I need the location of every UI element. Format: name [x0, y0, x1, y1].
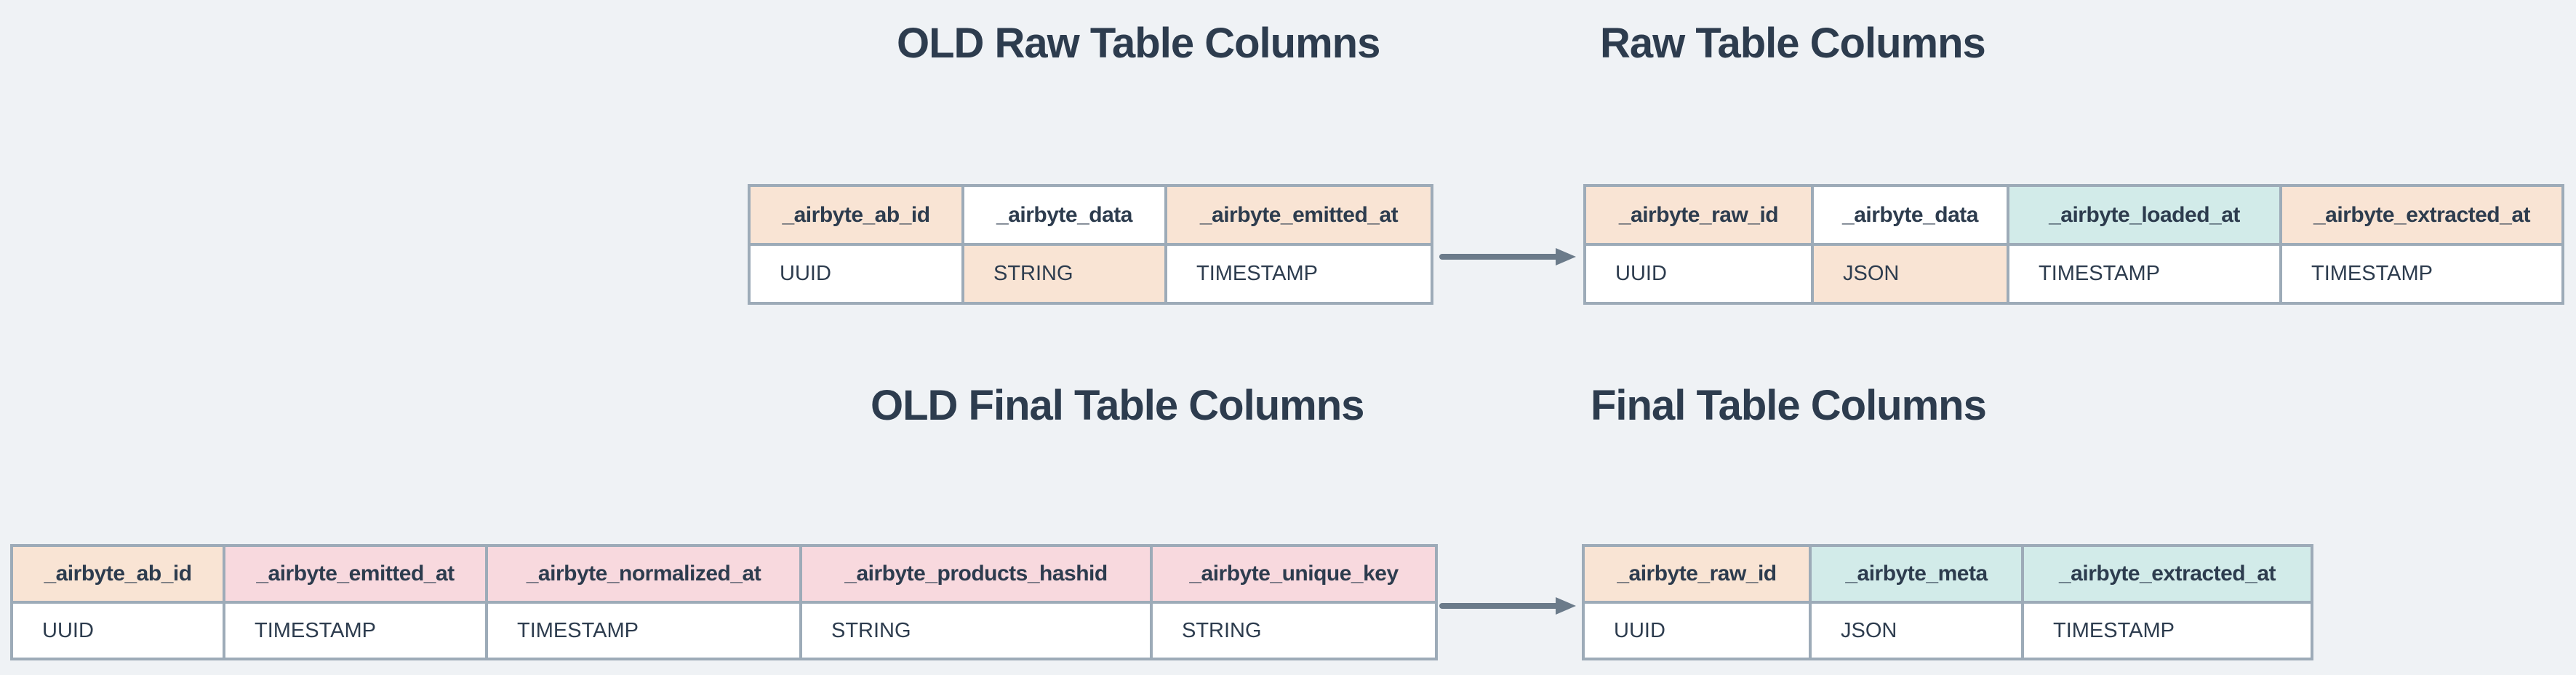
column-header: _airbyte_meta: [1812, 547, 2024, 601]
table-data-row: UUID STRING TIMESTAMP: [751, 246, 1431, 302]
column-header: _airbyte_data: [964, 187, 1167, 243]
column-type: TIMESTAMP: [1167, 246, 1431, 302]
table-header-row: _airbyte_ab_id _airbyte_data _airbyte_em…: [751, 187, 1431, 246]
column-type: JSON: [1812, 604, 2024, 658]
old-raw-table-title: OLD Raw Table Columns: [897, 20, 1380, 67]
column-type: UUID: [1585, 604, 1812, 658]
column-header: _airbyte_unique_key: [1153, 547, 1435, 601]
old-raw-table: _airbyte_ab_id _airbyte_data _airbyte_em…: [748, 184, 1433, 305]
raw-table: _airbyte_raw_id _airbyte_data _airbyte_l…: [1583, 184, 2564, 305]
column-header: _airbyte_ab_id: [751, 187, 964, 243]
column-type: TIMESTAMP: [225, 604, 488, 658]
arrow-right-icon: [1438, 595, 1577, 617]
column-type: UUID: [1586, 246, 1814, 302]
final-table: _airbyte_raw_id _airbyte_meta _airbyte_e…: [1582, 544, 2313, 660]
column-type: JSON: [1814, 246, 2009, 302]
table-header-row: _airbyte_raw_id _airbyte_meta _airbyte_e…: [1585, 547, 2311, 604]
column-type: TIMESTAMP: [488, 604, 802, 658]
column-type: TIMESTAMP: [2009, 246, 2282, 302]
column-header: _airbyte_raw_id: [1586, 187, 1814, 243]
column-type: UUID: [751, 246, 964, 302]
column-type: STRING: [802, 604, 1153, 658]
raw-table-title: Raw Table Columns: [1600, 20, 1986, 67]
column-header: _airbyte_products_hashid: [802, 547, 1153, 601]
column-type: TIMESTAMP: [2282, 246, 2561, 302]
table-data-row: UUID JSON TIMESTAMP: [1585, 604, 2311, 658]
column-header: _airbyte_emitted_at: [225, 547, 488, 601]
column-header: _airbyte_data: [1814, 187, 2009, 243]
column-header: _airbyte_normalized_at: [488, 547, 802, 601]
column-type: STRING: [964, 246, 1167, 302]
table-header-row: _airbyte_raw_id _airbyte_data _airbyte_l…: [1586, 187, 2561, 246]
old-final-table: _airbyte_ab_id _airbyte_emitted_at _airb…: [10, 544, 1438, 660]
column-type: TIMESTAMP: [2024, 604, 2311, 658]
final-table-title: Final Table Columns: [1591, 382, 1987, 429]
column-type: UUID: [13, 604, 225, 658]
table-data-row: UUID TIMESTAMP TIMESTAMP STRING STRING: [13, 604, 1435, 658]
column-header: _airbyte_extracted_at: [2024, 547, 2311, 601]
column-header: _airbyte_raw_id: [1585, 547, 1812, 601]
table-data-row: UUID JSON TIMESTAMP TIMESTAMP: [1586, 246, 2561, 302]
column-header: _airbyte_emitted_at: [1167, 187, 1431, 243]
column-header: _airbyte_extracted_at: [2282, 187, 2561, 243]
arrow-right-icon: [1438, 246, 1577, 268]
column-header: _airbyte_ab_id: [13, 547, 225, 601]
column-type: STRING: [1153, 604, 1435, 658]
old-final-table-title: OLD Final Table Columns: [871, 382, 1364, 429]
table-header-row: _airbyte_ab_id _airbyte_emitted_at _airb…: [13, 547, 1435, 604]
column-header: _airbyte_loaded_at: [2009, 187, 2282, 243]
